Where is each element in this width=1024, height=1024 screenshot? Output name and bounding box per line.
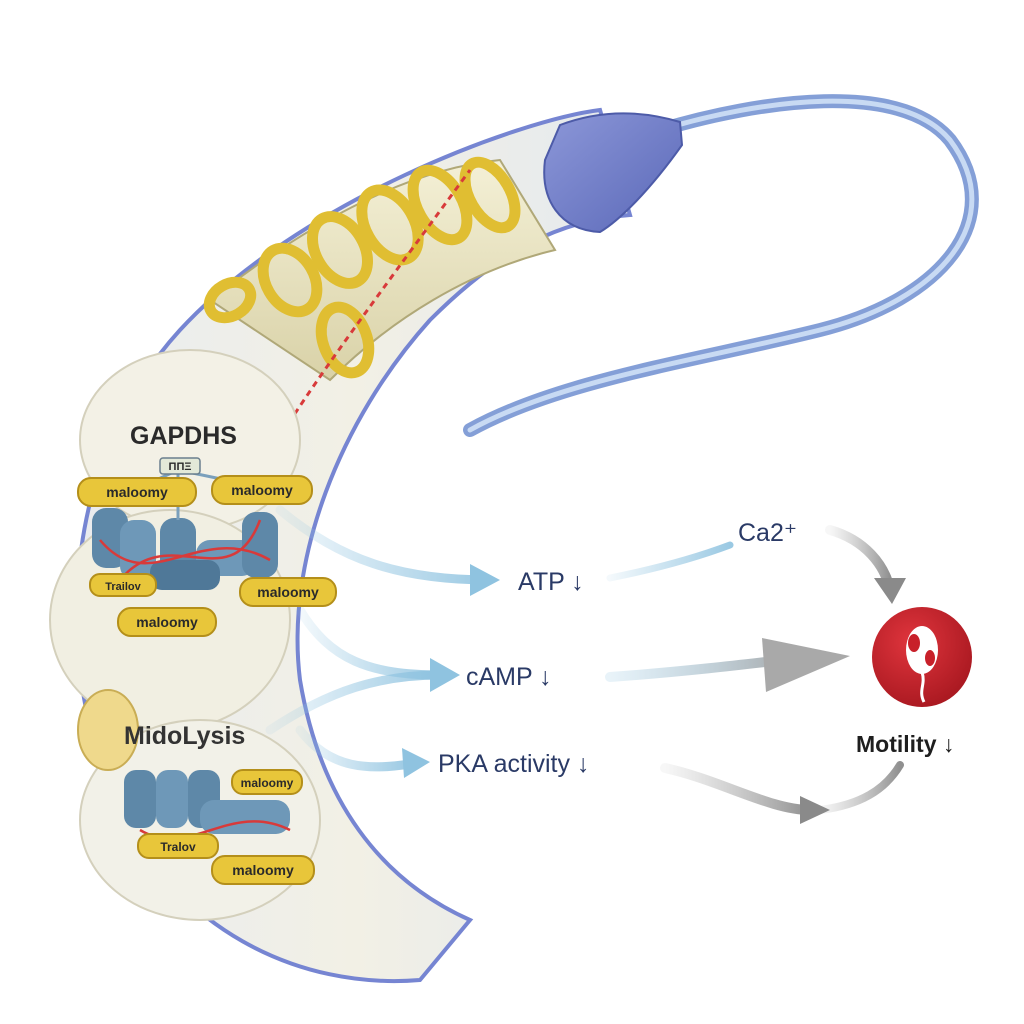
tag-5-shape bbox=[117, 607, 217, 637]
arrow-pka-to-motility-return bbox=[816, 761, 904, 814]
ca-label: Ca2⁺ bbox=[738, 519, 797, 547]
arrow-to-camp-head bbox=[430, 658, 460, 692]
tag-3-label: Trailov bbox=[105, 581, 141, 593]
arrow-to-atp bbox=[275, 505, 495, 585]
arrow-ca-to-motility-head bbox=[874, 578, 906, 604]
head-collar bbox=[543, 112, 684, 234]
tag-8-shape bbox=[211, 855, 315, 885]
tag-6-shape bbox=[231, 769, 303, 795]
arrow-to-pka bbox=[295, 725, 415, 772]
arrow-pka-to-motility bbox=[660, 763, 815, 815]
arrow-to-camp-1 bbox=[295, 605, 445, 680]
tag-1-shape bbox=[77, 477, 197, 507]
midolysis-label: MidoLysis bbox=[124, 722, 245, 750]
tag-5-label: maloomy bbox=[136, 614, 198, 630]
sperm-cell-icon bbox=[906, 626, 938, 703]
atp-label: ATP ↓ bbox=[518, 568, 584, 596]
tag-7-shape bbox=[137, 833, 219, 859]
flagellum-tail-highlight bbox=[467, 98, 975, 433]
top-small-box bbox=[159, 457, 201, 475]
arrow-camp-to-motility-head bbox=[762, 638, 850, 692]
mitochondrial-rings bbox=[203, 156, 521, 379]
camp-label: cAMP ↓ bbox=[466, 663, 552, 691]
gapdhs-label: GAPDHS bbox=[130, 422, 237, 450]
arrow-to-atp-head bbox=[470, 564, 500, 596]
arrow-to-pka-head bbox=[402, 748, 430, 778]
tag-6-label: maloomy bbox=[241, 776, 294, 790]
tag-1-label: maloomy bbox=[106, 484, 168, 500]
golden-blob bbox=[77, 689, 139, 771]
tag-7-label: Tralov bbox=[160, 840, 196, 854]
midolysis-protein-cluster bbox=[124, 770, 291, 840]
arrow-atp-to-ca bbox=[606, 541, 734, 582]
tag-4-shape bbox=[239, 577, 337, 607]
tag-3-shape bbox=[89, 573, 157, 597]
pka-label: PKA activity ↓ bbox=[438, 750, 589, 778]
tag-8-label: maloomy bbox=[232, 862, 294, 878]
tag-2-shape bbox=[211, 475, 313, 505]
tag-2-label: maloomy bbox=[231, 482, 293, 498]
tag-4-label: maloomy bbox=[257, 584, 319, 600]
arrow-to-camp-2 bbox=[265, 670, 445, 735]
top-small-label: ΠΠΞ bbox=[169, 461, 192, 473]
arrow-pka-to-motility-head bbox=[800, 796, 830, 824]
motility-label: Motility ↓ bbox=[856, 731, 954, 757]
